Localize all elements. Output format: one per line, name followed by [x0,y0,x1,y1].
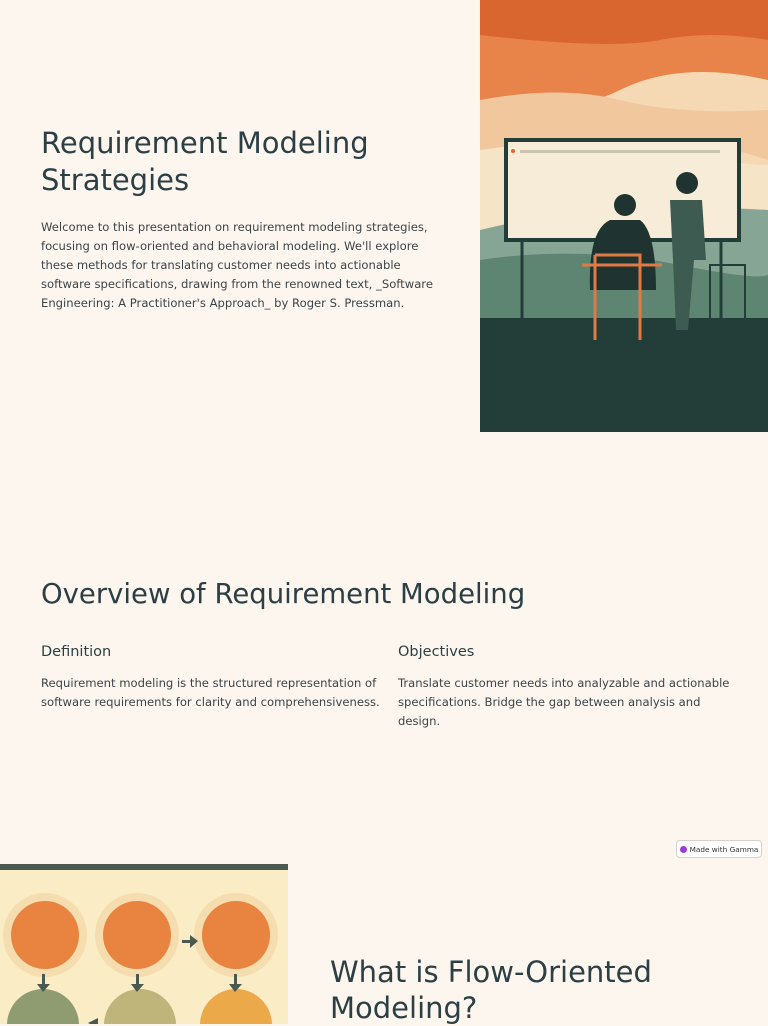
flow-diagram-illustration [0,864,288,1024]
made-with-gamma-badge[interactable]: Made with Gamma [676,840,762,858]
slide1-body: Welcome to this presentation on requirem… [41,220,433,310]
slide2-title: Overview of Requirement Modeling [41,578,526,610]
objectives-text: Translate customer needs into analyzable… [398,676,730,728]
definition-column: Definition Requirement modeling is the s… [41,642,381,712]
objectives-column: Objectives Translate customer needs into… [398,642,738,731]
definition-text: Requirement modeling is the structured r… [41,676,380,709]
badge-label: Made with Gamma [689,844,759,854]
hero-illustration [480,0,768,432]
definition-heading: Definition [41,644,112,660]
objectives-heading: Objectives [398,644,475,660]
slide3-title: What is Flow-Oriented Modeling? [330,955,652,1025]
slide1-title: Requirement Modeling Strategies [41,126,369,197]
gamma-logo-icon [679,845,687,853]
